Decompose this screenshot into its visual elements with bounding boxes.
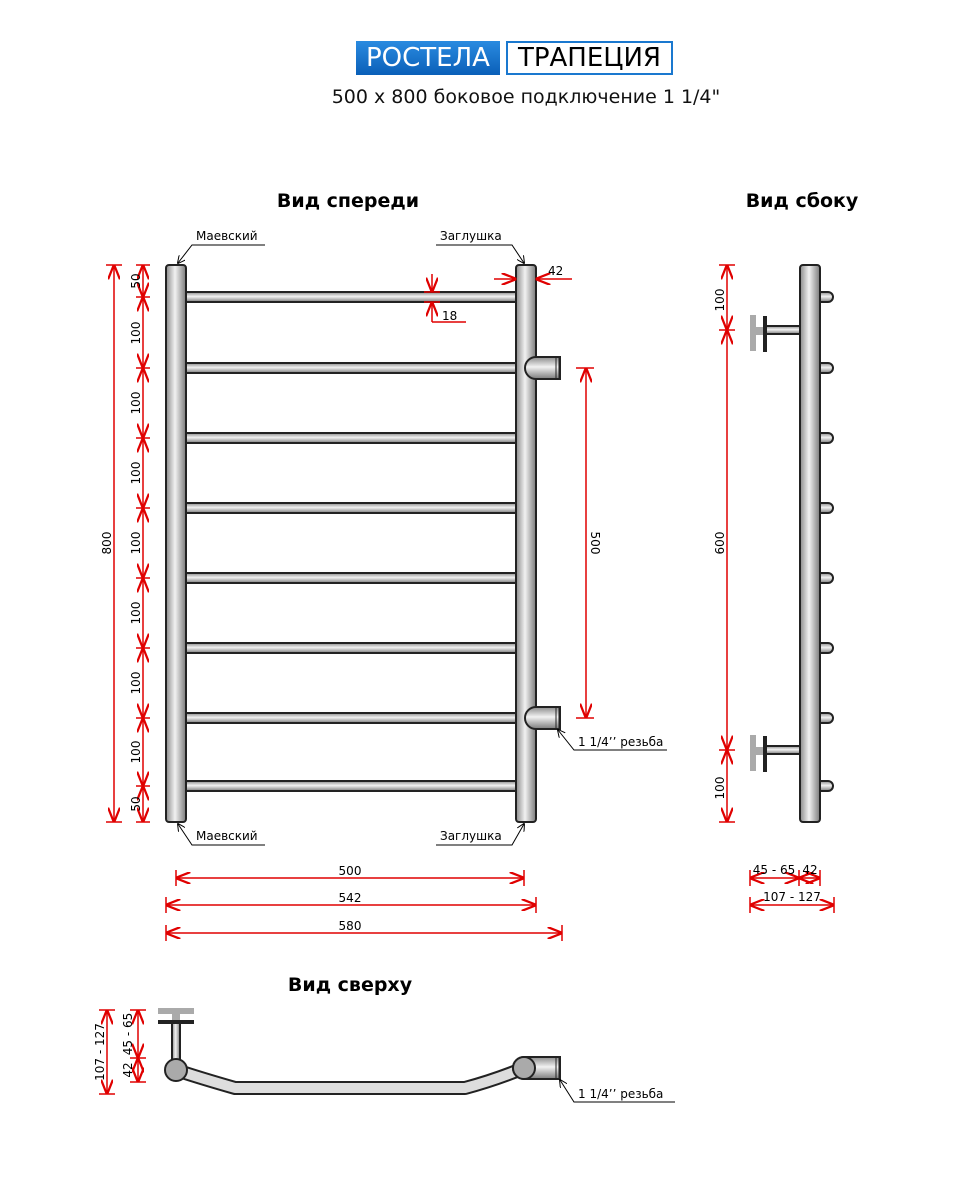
label-mayevsky-bottom: Маевский xyxy=(196,829,258,843)
connector-bottom xyxy=(524,706,561,730)
side-view-title: Вид сбоку xyxy=(746,190,859,212)
dim-side-middle: 600 xyxy=(713,532,727,555)
dim-side-top: 100 xyxy=(713,289,727,312)
dim-top-pipe: 42 xyxy=(121,1062,135,1077)
connector-top xyxy=(524,356,561,380)
brand-name: РОСТЕЛА xyxy=(356,41,500,75)
dim-width: 500 xyxy=(339,864,362,878)
dim-width: 542 xyxy=(339,891,362,905)
dim-total-height: 800 xyxy=(100,532,114,555)
dim-segment: 100 xyxy=(129,672,143,695)
dim-bar-diameter: 18 xyxy=(442,309,457,323)
dim-side-total-depth: 107 - 127 xyxy=(763,890,821,904)
dim-pipe-diameter: 42 xyxy=(548,264,563,278)
dim-top-offset: 45 - 65 xyxy=(121,1013,135,1056)
wall-bracket-top xyxy=(750,315,801,352)
dim-segment: 50 xyxy=(129,796,143,811)
dim-segment: 100 xyxy=(129,602,143,625)
right-post xyxy=(515,264,537,823)
dim-side-bottom: 100 xyxy=(713,777,727,800)
dim-segment: 100 xyxy=(129,392,143,415)
wall-bracket-bottom xyxy=(750,735,801,772)
dim-segment: 100 xyxy=(129,322,143,345)
subtitle: 500 x 800 боковое подключение 1 1/4" xyxy=(331,86,721,108)
dim-segment: 100 xyxy=(129,532,143,555)
side-view: 100 600 100 45 - 65 42 107 - 127 xyxy=(713,264,835,913)
dim-connection-distance: 500 xyxy=(588,532,602,555)
dim-side-pipe: 42 xyxy=(802,863,817,877)
label-plug-bottom: Заглушка xyxy=(440,829,502,843)
dim-segment: 100 xyxy=(129,462,143,485)
dim-segment: 100 xyxy=(129,741,143,764)
dim-width: 580 xyxy=(339,919,362,933)
segment-dims: 50 100 100 100 100 100 100 100 50 xyxy=(129,264,150,823)
model-name: ТРАПЕЦИЯ xyxy=(505,41,673,75)
left-post xyxy=(165,264,187,823)
label-mayevsky-top: Маевский xyxy=(196,229,258,243)
brand-logo: РОСТЕЛА ТРАПЕЦИЯ xyxy=(356,41,673,75)
top-view-title: Вид сверху xyxy=(288,974,413,996)
dim-side-offset: 45 - 65 xyxy=(753,863,796,877)
front-view-title: Вид спереди xyxy=(277,190,419,212)
label-thread-top: 1 1/4’’ резьба xyxy=(578,1087,663,1101)
label-thread-front: 1 1/4’’ резьба xyxy=(578,735,663,749)
label-plug-top: Заглушка xyxy=(440,229,502,243)
side-post xyxy=(799,264,821,823)
top-view: 1 1/4’’ резьба 107 - 127 45 - 65 42 xyxy=(93,1008,675,1103)
front-view: 800 50 100 100 100 100 100 100 100 50 50… xyxy=(100,229,667,941)
crossbars xyxy=(179,291,521,792)
dim-top-total-depth: 107 - 127 xyxy=(93,1023,107,1081)
dim-segment: 50 xyxy=(129,273,143,288)
connector-topview xyxy=(512,1056,561,1080)
